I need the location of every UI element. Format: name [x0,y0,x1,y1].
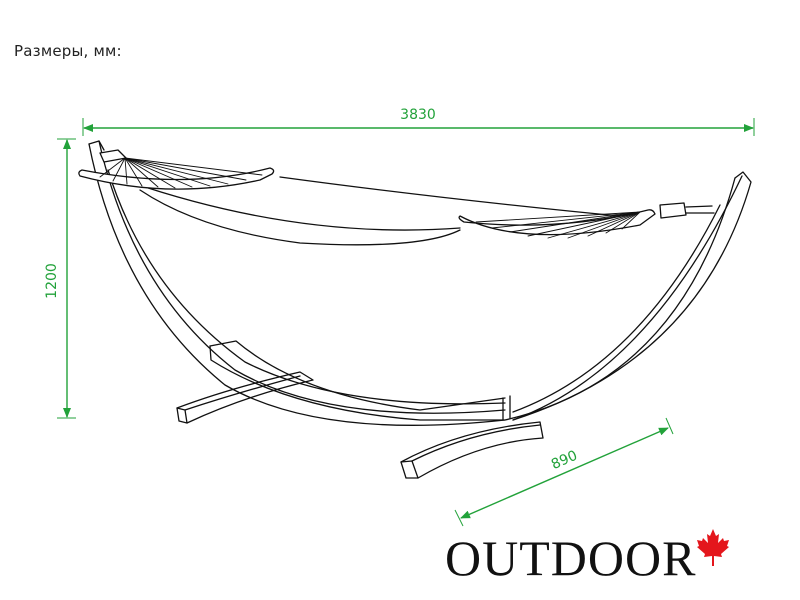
page-title: Размеры, мм: [14,42,122,60]
right-spreader-bar [458,202,715,239]
width-label: 3830 [400,107,436,123]
width-dimension: 3830 [82,107,755,136]
right-base-foot [400,421,544,479]
maple-leaf-icon [697,529,730,566]
logo-text: OUTDOOR [445,530,697,586]
arched-frame [88,140,752,426]
height-label: 1200 [44,263,60,299]
depth-dimension: 890 [454,417,674,527]
hammock-fabric [129,176,641,246]
brand-logo: OUTDOOR [445,528,730,588]
left-spreader-bar [78,149,275,190]
depth-label: 890 [549,448,580,473]
left-front-beam [209,340,506,421]
height-dimension: 1200 [44,138,76,419]
